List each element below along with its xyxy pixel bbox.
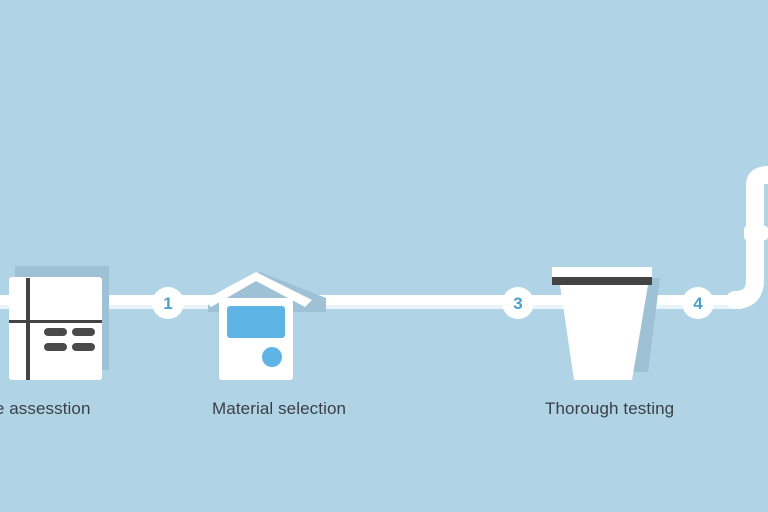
- step-badge-3: 3: [502, 287, 534, 319]
- pipe-joint: [744, 226, 768, 240]
- step-label-material-selection: Material selection: [212, 399, 347, 418]
- cup-icon: [552, 267, 660, 380]
- step-number: 4: [693, 294, 703, 313]
- document-icon: [9, 266, 109, 380]
- step-badge-4: 4: [682, 287, 714, 319]
- house-device-icon: [204, 272, 326, 380]
- step-label-assessment: te assesstion: [0, 399, 91, 418]
- step-number: 3: [513, 294, 522, 313]
- step-label-thorough-testing: Thorough testing: [545, 399, 675, 418]
- step-badge-1: 1: [152, 287, 184, 319]
- step-number: 1: [163, 294, 172, 313]
